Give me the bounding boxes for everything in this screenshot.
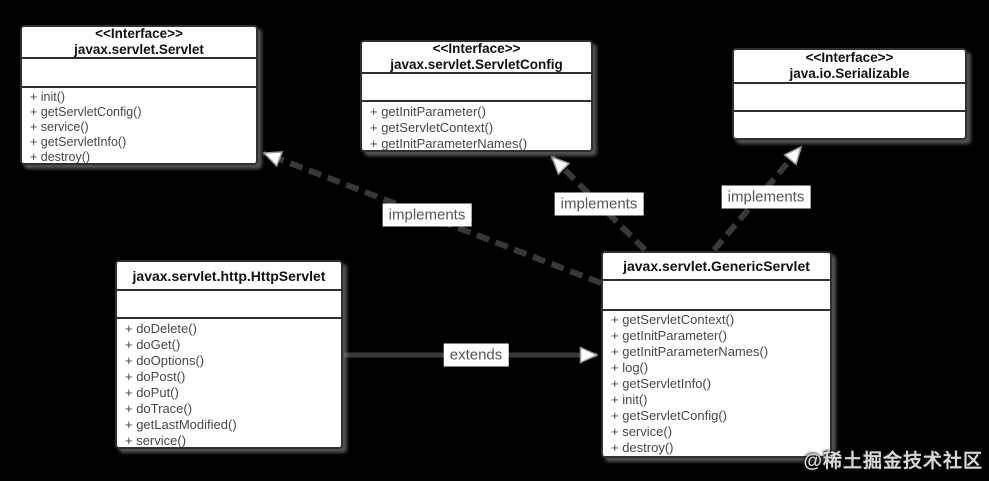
class-name: javax.servlet.GenericServlet — [623, 258, 810, 274]
methods-compartment: + getInitParameter() + getServletContext… — [362, 100, 591, 150]
methods-compartment: + init() + getServletConfig() + service(… — [22, 86, 256, 163]
class-name: javax.servlet.Servlet — [74, 42, 204, 57]
relation-label-implements-serializable: implements — [721, 185, 811, 209]
class-box-httpservlet: javax.servlet.http.HttpServlet + doDelet… — [115, 260, 343, 449]
methods-compartment: + getServletContext() + getInitParameter… — [603, 309, 830, 456]
class-name: java.io.Serializable — [789, 66, 910, 81]
method-item: + log() — [611, 360, 649, 375]
method-item: + getServletInfo() — [611, 376, 712, 391]
method-item: + getInitParameterNames() — [370, 136, 528, 150]
relation-label-implements-servlet: implements — [382, 203, 472, 227]
attributes-compartment-empty — [603, 279, 830, 309]
method-item: + getInitParameterNames() — [611, 344, 769, 359]
class-title-httpservlet: javax.servlet.http.HttpServlet — [117, 262, 341, 289]
methods-compartment: + doDelete() + doGet() + doOptions() + d… — [117, 317, 341, 447]
attributes-compartment-empty — [22, 57, 256, 86]
method-item: + destroy() — [30, 150, 91, 163]
relation-label-extends: extends — [443, 343, 509, 367]
class-name: javax.servlet.http.HttpServlet — [132, 267, 326, 284]
class-stereotype: <<Interface>> — [95, 26, 183, 41]
class-box-servletconfig: <<Interface>> javax.servlet.ServletConfi… — [360, 40, 593, 152]
method-item: + getServletInfo() — [30, 135, 127, 149]
relation-label-implements-servletconfig: implements — [554, 192, 644, 216]
class-stereotype: <<Interface>> — [432, 41, 521, 56]
method-item: + getServletConfig() — [30, 105, 142, 119]
attributes-compartment-empty — [117, 289, 341, 317]
class-stereotype: <<Interface>> — [805, 50, 894, 65]
method-item: + destroy() — [611, 440, 674, 455]
method-item: + doPut() — [125, 385, 179, 400]
class-name: javax.servlet.ServletConfig — [390, 57, 563, 72]
watermark: @稀土掘金技术社区 — [803, 451, 983, 472]
method-item: + getServletConfig() — [611, 408, 727, 423]
method-item: + doTrace() — [125, 401, 193, 416]
method-item: + service() — [611, 424, 673, 439]
attributes-compartment-empty — [734, 82, 965, 110]
class-title-servlet: <<Interface>> javax.servlet.Servlet — [22, 26, 256, 57]
attributes-compartment-empty — [362, 72, 591, 100]
class-title-genericservlet: javax.servlet.GenericServlet — [603, 253, 830, 279]
method-item: + init() — [30, 90, 66, 104]
method-item: + getServletContext() — [611, 312, 735, 327]
method-item: + doOptions() — [125, 353, 205, 368]
method-item: + service() — [125, 433, 187, 447]
class-title-serializable: <<Interface>> java.io.Serializable — [734, 50, 965, 82]
method-item: + getInitParameter() — [370, 104, 486, 119]
method-item: + getLastModified() — [125, 417, 237, 432]
method-item: + doDelete() — [125, 321, 197, 336]
methods-compartment-empty — [734, 110, 965, 138]
class-box-serializable: <<Interface>> java.io.Serializable — [732, 48, 967, 140]
method-item: + service() — [30, 120, 89, 134]
method-item: + doPost() — [125, 369, 186, 384]
class-title-servletconfig: <<Interface>> javax.servlet.ServletConfi… — [362, 41, 591, 72]
method-item: + getServletContext() — [370, 120, 494, 135]
method-item: + init() — [611, 392, 648, 407]
method-item: + doGet() — [125, 337, 181, 352]
class-box-servlet: <<Interface>> javax.servlet.Servlet + in… — [20, 25, 258, 165]
class-box-genericservlet: javax.servlet.GenericServlet + getServle… — [601, 251, 832, 458]
method-item: + getInitParameter() — [611, 328, 727, 343]
